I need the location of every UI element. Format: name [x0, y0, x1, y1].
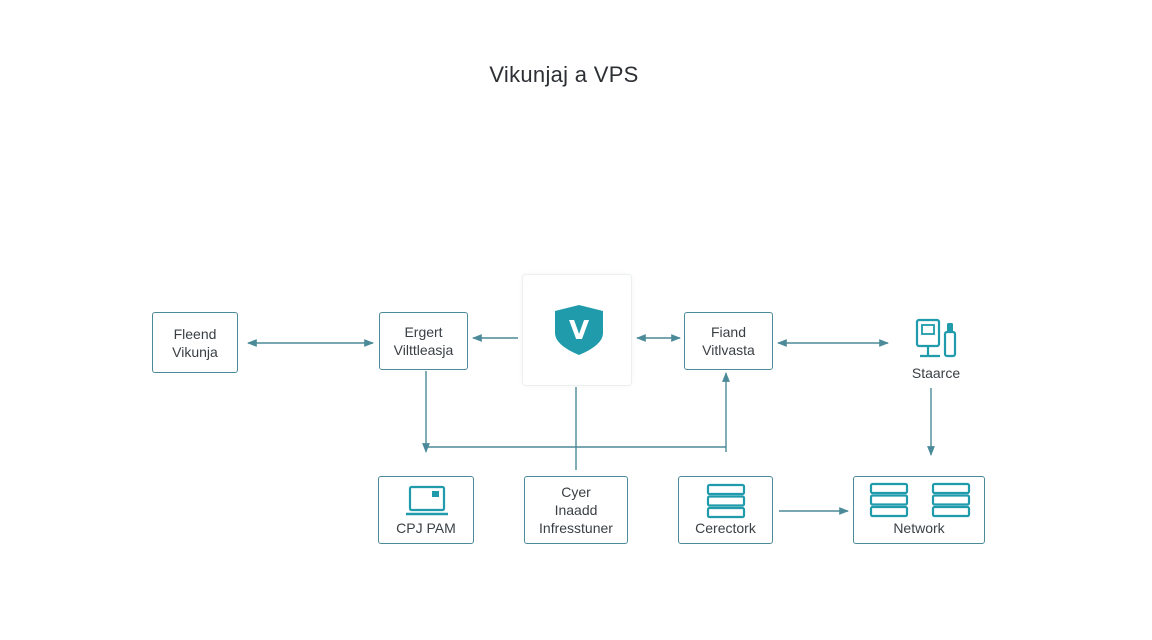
- node-connector-label: Cerectork: [695, 520, 756, 536]
- node-storage-label: Staarce: [911, 365, 961, 381]
- node-cpu[interactable]: CPJ PAM: [378, 476, 474, 544]
- node-frontend-line2: Vikunja: [172, 343, 218, 360]
- node-agent-line1: Ergert: [404, 324, 443, 340]
- node-agent[interactable]: Ergert Vilttleasja: [379, 312, 468, 370]
- laptop-icon: [406, 485, 448, 516]
- node-cpu-label: CPJ PAM: [396, 520, 456, 536]
- node-network[interactable]: Network: [853, 476, 985, 544]
- node-agent-line2: Vilttleasja: [393, 342, 454, 358]
- node-frontend-line1: Fleend: [173, 325, 217, 342]
- node-frontend[interactable]: Fleend Vikunja: [152, 312, 238, 373]
- node-cyber-line3: Infresstuner: [539, 520, 613, 536]
- server-stack-icon: [931, 482, 971, 518]
- server-stack-icon: [706, 483, 746, 519]
- node-cyber-line1: Cyer: [561, 484, 591, 500]
- node-connector[interactable]: Cerectork: [678, 476, 773, 544]
- storage-device-icon: [915, 318, 957, 358]
- node-network-label: Network: [893, 520, 945, 536]
- diagram-title: Vikunjaj a VPS: [489, 62, 639, 87]
- node-fiand[interactable]: Fiand Vitlvasta: [684, 312, 773, 370]
- node-center-logo-card[interactable]: V: [522, 274, 632, 386]
- server-stack-icon: [869, 482, 909, 518]
- node-cyber-line2: Inaadd: [554, 502, 598, 518]
- node-fiand-line2: Vitlvasta: [702, 342, 755, 358]
- shield-v-logo-icon: V: [555, 305, 603, 355]
- logo-letter: V: [569, 316, 589, 346]
- node-cyber[interactable]: Cyer Inaadd Infresstuner: [524, 476, 628, 544]
- node-fiand-line1: Fiand: [710, 324, 747, 340]
